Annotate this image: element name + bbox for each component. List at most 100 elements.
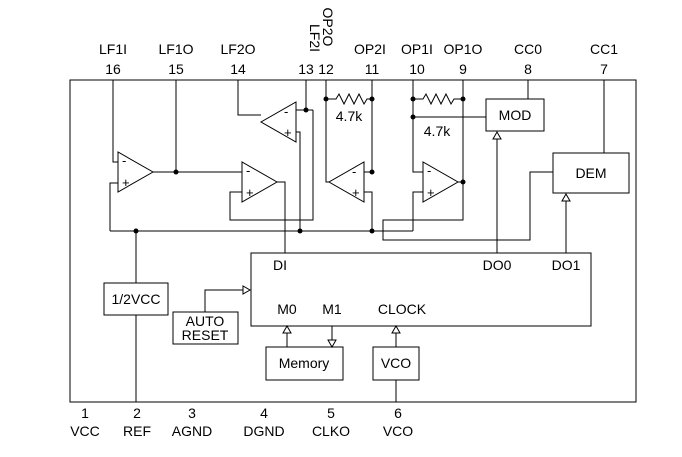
opamp-op2: - + bbox=[327, 161, 365, 203]
junction-ref-lf2o bbox=[297, 228, 303, 234]
wire-lf2-out-to-di bbox=[277, 181, 286, 253]
wire-op2-plus bbox=[364, 191, 373, 231]
pin-2-label: REF bbox=[123, 423, 151, 439]
junction-r2-left bbox=[410, 96, 416, 102]
vco-label: VCO bbox=[381, 355, 411, 371]
pin-3-number: 3 bbox=[188, 405, 196, 421]
logic-m0: M0 bbox=[277, 301, 297, 317]
junction-op2-minus bbox=[369, 169, 375, 175]
wire-op1-to-dem bbox=[497, 171, 553, 241]
logic-clock: CLOCK bbox=[378, 301, 427, 317]
pin-16-number: 16 bbox=[105, 61, 121, 77]
auto-label: AUTO bbox=[186, 313, 225, 329]
junction-op1-out bbox=[460, 179, 466, 185]
opamp-lf1: - + bbox=[117, 151, 155, 193]
pin-5-number: 5 bbox=[327, 405, 335, 421]
opamp-op2-minus: - bbox=[352, 164, 356, 179]
pin-3-label: AGND bbox=[172, 423, 212, 439]
opamp-op1-plus: + bbox=[427, 185, 435, 200]
pin-1-label: VCC bbox=[70, 423, 100, 439]
arrow-auto-reset bbox=[242, 285, 252, 295]
resistor-r2 bbox=[413, 92, 463, 106]
arrow-m1 bbox=[327, 339, 337, 349]
logic-do1: DO1 bbox=[552, 257, 581, 273]
opamp-op1: - + bbox=[422, 161, 460, 203]
pin-12-label: OP2O bbox=[320, 8, 336, 47]
wire-lf1i bbox=[112, 80, 118, 163]
junction-lf2i bbox=[303, 107, 309, 113]
wire-lf2o bbox=[237, 80, 261, 116]
pin-9-number: 9 bbox=[459, 61, 467, 77]
mod-label: MOD bbox=[499, 107, 532, 123]
opamp-lf2o: - + bbox=[259, 101, 297, 143]
pin-16-label: LF1I bbox=[99, 41, 127, 57]
opamp-lf1-plus: + bbox=[122, 175, 130, 190]
junction-ref-op2 bbox=[369, 228, 375, 234]
arrow-m0 bbox=[282, 324, 292, 334]
logic-di: DI bbox=[273, 257, 287, 273]
dem-label: DEM bbox=[575, 165, 606, 181]
wire-op2o bbox=[325, 80, 329, 183]
arrow-do1-in bbox=[561, 192, 571, 202]
pin-10-label: OP1I bbox=[401, 41, 433, 57]
bottom-pin-labels: 1 VCC 2 REF 3 AGND 4 DGND 5 CLKO 6 VCO bbox=[70, 405, 413, 439]
pin-15-label: LF1O bbox=[158, 41, 193, 57]
pin-14-label: LF2O bbox=[220, 41, 255, 57]
wire-lf1-plus bbox=[109, 182, 118, 231]
pin-13-label: LF2I bbox=[307, 24, 323, 52]
junction-r1-left bbox=[323, 96, 329, 102]
junction-lf1o bbox=[173, 169, 179, 175]
pin-7-number: 7 bbox=[600, 61, 608, 77]
logic-m1: M1 bbox=[322, 301, 342, 317]
pin-8-number: 8 bbox=[524, 61, 532, 77]
logic-block bbox=[250, 252, 592, 327]
arrow-clock bbox=[391, 324, 401, 334]
resistor-r1 bbox=[326, 92, 372, 106]
pin-1-number: 1 bbox=[81, 405, 89, 421]
pin-14-number: 14 bbox=[230, 61, 246, 77]
pin-9-label: OP1O bbox=[444, 41, 483, 57]
resistor-r1-value: 4.7k bbox=[336, 108, 363, 124]
memory-block bbox=[265, 346, 344, 381]
pin-6-number: 6 bbox=[394, 405, 402, 421]
top-pin-labels: LF1I 16 LF1O 15 LF2O 14 LF2I 13 OP2O 12 … bbox=[99, 8, 618, 77]
wire-lf2o-plus bbox=[296, 131, 301, 231]
pin-4-label: DGND bbox=[243, 423, 284, 439]
pin-5-label: CLKO bbox=[312, 423, 350, 439]
opamp-lf2o-minus: - bbox=[284, 104, 288, 119]
pin-6-label: VCO bbox=[383, 423, 413, 439]
opamp-lf2: - + bbox=[241, 161, 279, 203]
arrow-mod-in bbox=[492, 130, 502, 140]
pin-11-label: OP2I bbox=[354, 41, 386, 57]
dem-block bbox=[552, 152, 630, 194]
resistor-r2-value: 4.7k bbox=[424, 123, 451, 139]
opamp-lf2-minus: - bbox=[246, 163, 250, 178]
memory-label: Memory bbox=[279, 355, 330, 371]
wire-op1i bbox=[412, 80, 423, 173]
pin-4-number: 4 bbox=[260, 405, 268, 421]
logic-do0: DO0 bbox=[483, 257, 512, 273]
opamp-lf1-minus: - bbox=[122, 153, 126, 168]
wire-auto-reset bbox=[204, 289, 243, 312]
half-vcc-label: 1/2VCC bbox=[111, 291, 160, 307]
junction-r1-right bbox=[369, 96, 375, 102]
reset-label: RESET bbox=[182, 327, 229, 343]
opamp-lf2-plus: + bbox=[246, 185, 254, 200]
pin-13-number: 13 bbox=[298, 61, 314, 77]
pin-10-number: 10 bbox=[409, 61, 425, 77]
wire-op1-plus bbox=[412, 191, 423, 231]
pin-8-label: CC0 bbox=[514, 41, 542, 57]
wire-op1o bbox=[382, 80, 497, 241]
pin-15-number: 15 bbox=[168, 61, 184, 77]
opamp-op1-minus: - bbox=[427, 163, 431, 178]
pin-2-number: 2 bbox=[133, 405, 141, 421]
chip-outline bbox=[69, 79, 637, 403]
mod-block bbox=[485, 98, 545, 132]
pin-7-label: CC1 bbox=[590, 41, 618, 57]
opamp-op2-plus: + bbox=[352, 185, 360, 200]
half-vcc-block bbox=[103, 282, 169, 316]
wire-lf2-plus-feedback bbox=[229, 110, 314, 221]
pin-11-number: 11 bbox=[365, 61, 380, 77]
pin-12-number: 12 bbox=[318, 61, 334, 77]
